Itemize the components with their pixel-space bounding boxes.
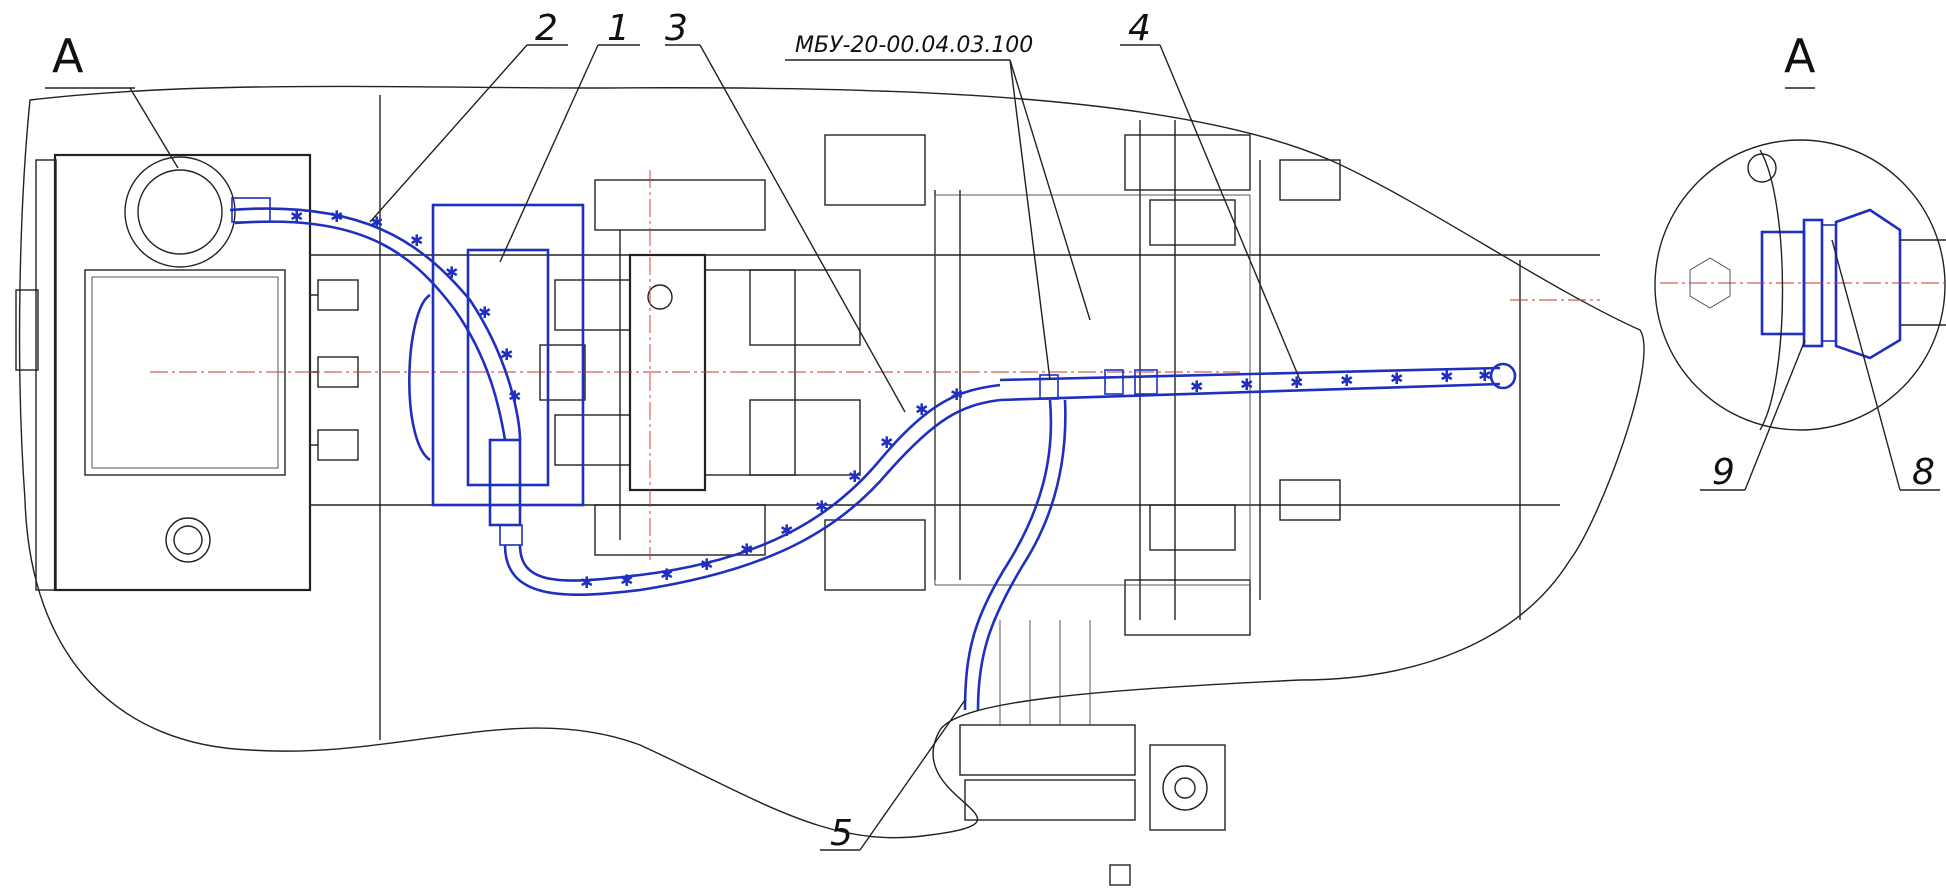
leader-lines xyxy=(45,44,1940,851)
svg-text:✱: ✱ xyxy=(410,231,423,250)
svg-text:✱: ✱ xyxy=(848,467,861,486)
svg-text:✱: ✱ xyxy=(508,387,521,406)
view-label-a-left: A xyxy=(52,29,84,83)
svg-text:✱: ✱ xyxy=(370,213,383,232)
svg-text:✱: ✱ xyxy=(1478,366,1491,385)
svg-text:✱: ✱ xyxy=(815,497,828,516)
svg-text:✱: ✱ xyxy=(915,400,928,419)
reference-label: МБУ-20-00.04.03.100 xyxy=(795,33,1033,58)
blue-hydraulic-system xyxy=(229,197,1517,711)
svg-text:✱: ✱ xyxy=(950,385,963,404)
svg-text:✱: ✱ xyxy=(620,571,633,590)
svg-text:✱: ✱ xyxy=(500,345,513,364)
svg-text:✱: ✱ xyxy=(290,207,303,226)
svg-text:✱: ✱ xyxy=(478,303,491,322)
svg-text:✱: ✱ xyxy=(330,207,343,226)
svg-text:✱: ✱ xyxy=(740,540,753,559)
machine-body-outline xyxy=(18,85,1645,839)
svg-text:✱: ✱ xyxy=(1290,373,1303,392)
callout-3: 3 xyxy=(665,8,688,49)
callout-1: 1 xyxy=(607,8,630,49)
callout-4: 4 xyxy=(1128,8,1151,49)
left-tank xyxy=(15,153,312,592)
svg-text:✱: ✱ xyxy=(1240,375,1253,394)
tank-valves xyxy=(310,279,359,461)
svg-text:✱: ✱ xyxy=(1390,369,1403,388)
callout-8: 8 xyxy=(1912,452,1935,493)
svg-text:✱: ✱ xyxy=(445,263,458,282)
callout-9: 9 xyxy=(1712,452,1735,493)
callout-2: 2 xyxy=(535,8,558,49)
detail-view-a xyxy=(1654,139,1946,431)
svg-text:✱: ✱ xyxy=(880,433,893,452)
pump-gearbox xyxy=(539,253,861,492)
svg-text:✱: ✱ xyxy=(1190,377,1203,396)
hose-markings: ✱ ✱ ✱ ✱ ✱ ✱ ✱ ✱ ✱ ✱ ✱ ✱ ✱ ✱ ✱ ✱ ✱ ✱ ✱ ✱ … xyxy=(290,207,1491,592)
frame-rails xyxy=(310,95,1600,740)
svg-text:✱: ✱ xyxy=(780,521,793,540)
svg-text:✱: ✱ xyxy=(700,555,713,574)
callout-5: 5 xyxy=(830,813,853,854)
control-valve-block xyxy=(959,620,1226,886)
svg-text:✱: ✱ xyxy=(1440,367,1453,386)
view-label-a-right: A xyxy=(1784,29,1816,83)
svg-text:✱: ✱ xyxy=(660,565,673,584)
svg-text:✱: ✱ xyxy=(580,573,593,592)
svg-text:✱: ✱ xyxy=(1340,371,1353,390)
